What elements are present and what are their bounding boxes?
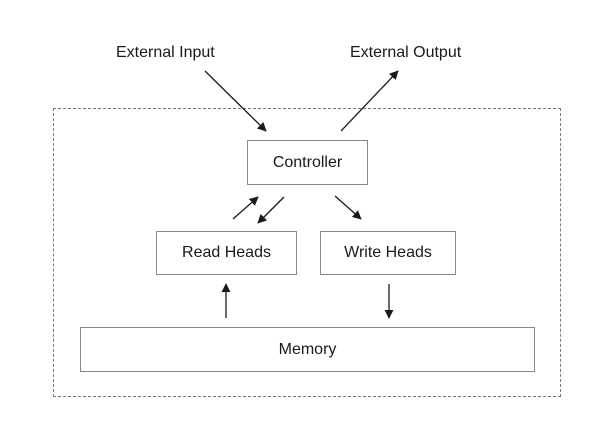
read-heads-box: Read Heads xyxy=(156,231,297,275)
system-boundary xyxy=(53,108,561,397)
controller-label: Controller xyxy=(272,153,343,171)
external-output-label: External Output xyxy=(350,44,462,61)
controller-to-output-arrow xyxy=(340,70,399,132)
input-to-controller-arrow xyxy=(204,70,267,132)
controller-box: Controller xyxy=(247,140,368,185)
write-heads-label: Write Heads xyxy=(344,244,432,261)
read-heads-label: Read Heads xyxy=(182,244,271,261)
memory-label: Memory xyxy=(278,340,337,358)
external-input-label: External Input xyxy=(116,44,215,61)
controller-to-write-heads-arrow xyxy=(334,195,362,220)
memory-box: Memory xyxy=(80,327,535,372)
read-heads-to-controller-arrow xyxy=(232,196,259,220)
controller-to-read-heads-arrow xyxy=(257,196,285,224)
write-heads-box: Write Heads xyxy=(320,231,456,275)
